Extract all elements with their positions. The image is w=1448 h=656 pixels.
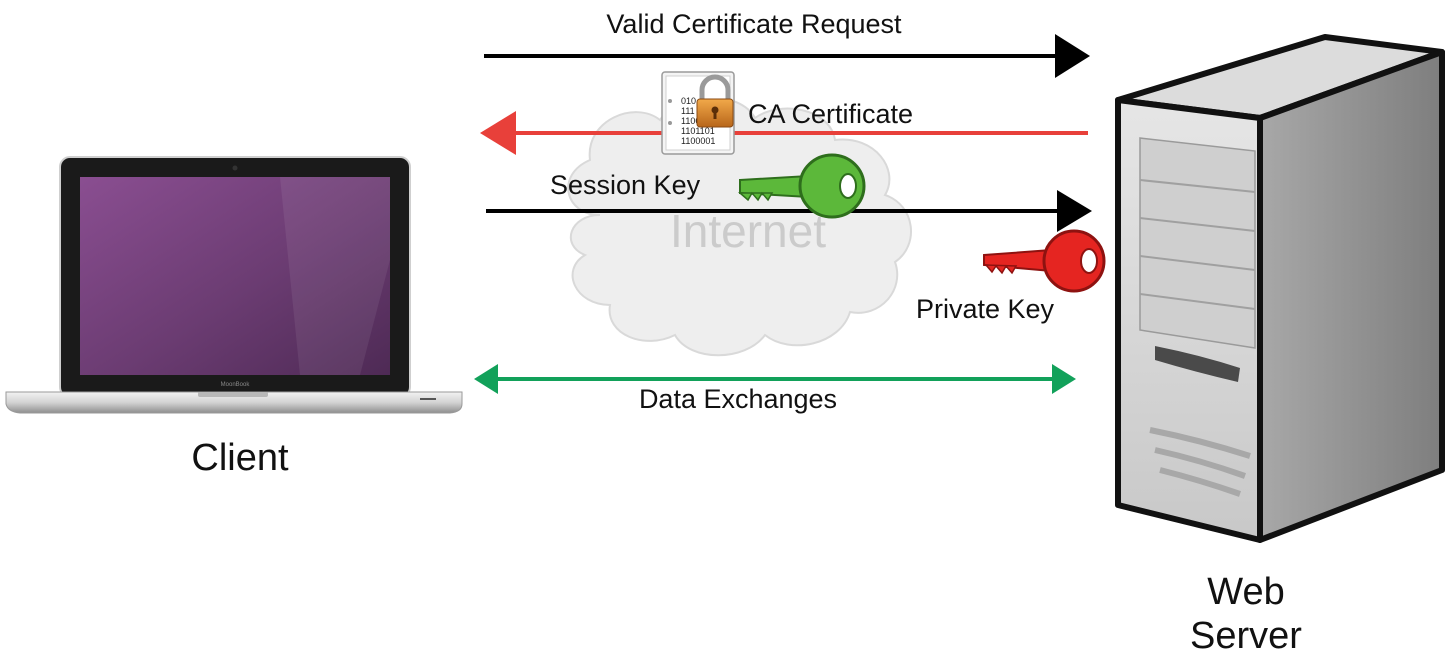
- client-label: Client: [191, 437, 289, 479]
- certificate-label: CA Certificate: [748, 99, 913, 129]
- binary-row: 1101101: [681, 126, 715, 136]
- web-server-icon: [1115, 34, 1445, 543]
- laptop-brand: MoonBook: [221, 382, 251, 388]
- internet-cloud: Internet: [567, 96, 912, 357]
- session-key-icon: [738, 153, 866, 219]
- certificate-lock-icon: 010 111 1100110 1101101 1100001: [661, 71, 735, 155]
- session-arrow: [486, 190, 1092, 232]
- server-label-line1: Web: [1207, 571, 1284, 613]
- request-label: Valid Certificate Request: [606, 9, 902, 39]
- internet-label: Internet: [670, 205, 826, 257]
- certificate-arrow: [480, 111, 1088, 155]
- server-label-line2: Server: [1190, 615, 1302, 656]
- private-key-icon: [983, 229, 1106, 293]
- data-exchange-arrow: [474, 364, 1076, 394]
- data-exchange-label: Data Exchanges: [639, 384, 837, 414]
- laptop-client-icon: MoonBook: [5, 156, 463, 414]
- binary-row: 111: [681, 106, 695, 116]
- binary-row: 1100001: [681, 136, 715, 146]
- private-key-label: Private Key: [916, 294, 1055, 324]
- binary-row: 010: [681, 96, 696, 106]
- session-key-label: Session Key: [550, 170, 701, 200]
- request-arrow: [484, 34, 1090, 78]
